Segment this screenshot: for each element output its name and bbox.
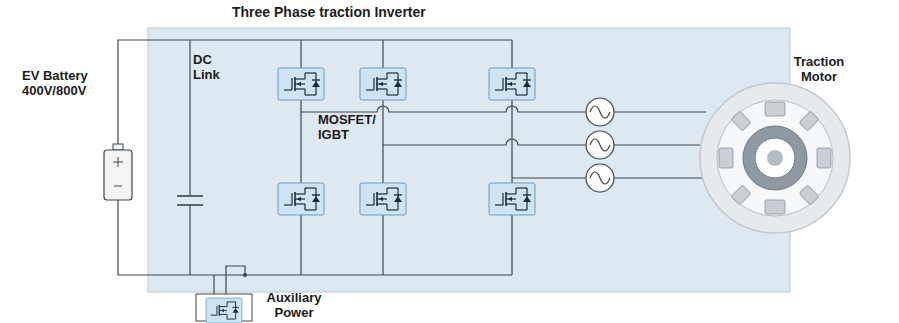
switch-label: MOSFET/ IGBT (318, 112, 384, 142)
auxiliary-label: Auxiliary Power (258, 290, 330, 320)
motor-label: Traction Motor (786, 54, 852, 84)
dc-link-label: DC Link (193, 52, 233, 82)
panel-title: Three Phase traction Inverter (232, 4, 426, 20)
battery-label: EV Battery 400V/800V (22, 68, 106, 98)
inverter-panel: Three Phase traction Inverter (148, 28, 790, 292)
